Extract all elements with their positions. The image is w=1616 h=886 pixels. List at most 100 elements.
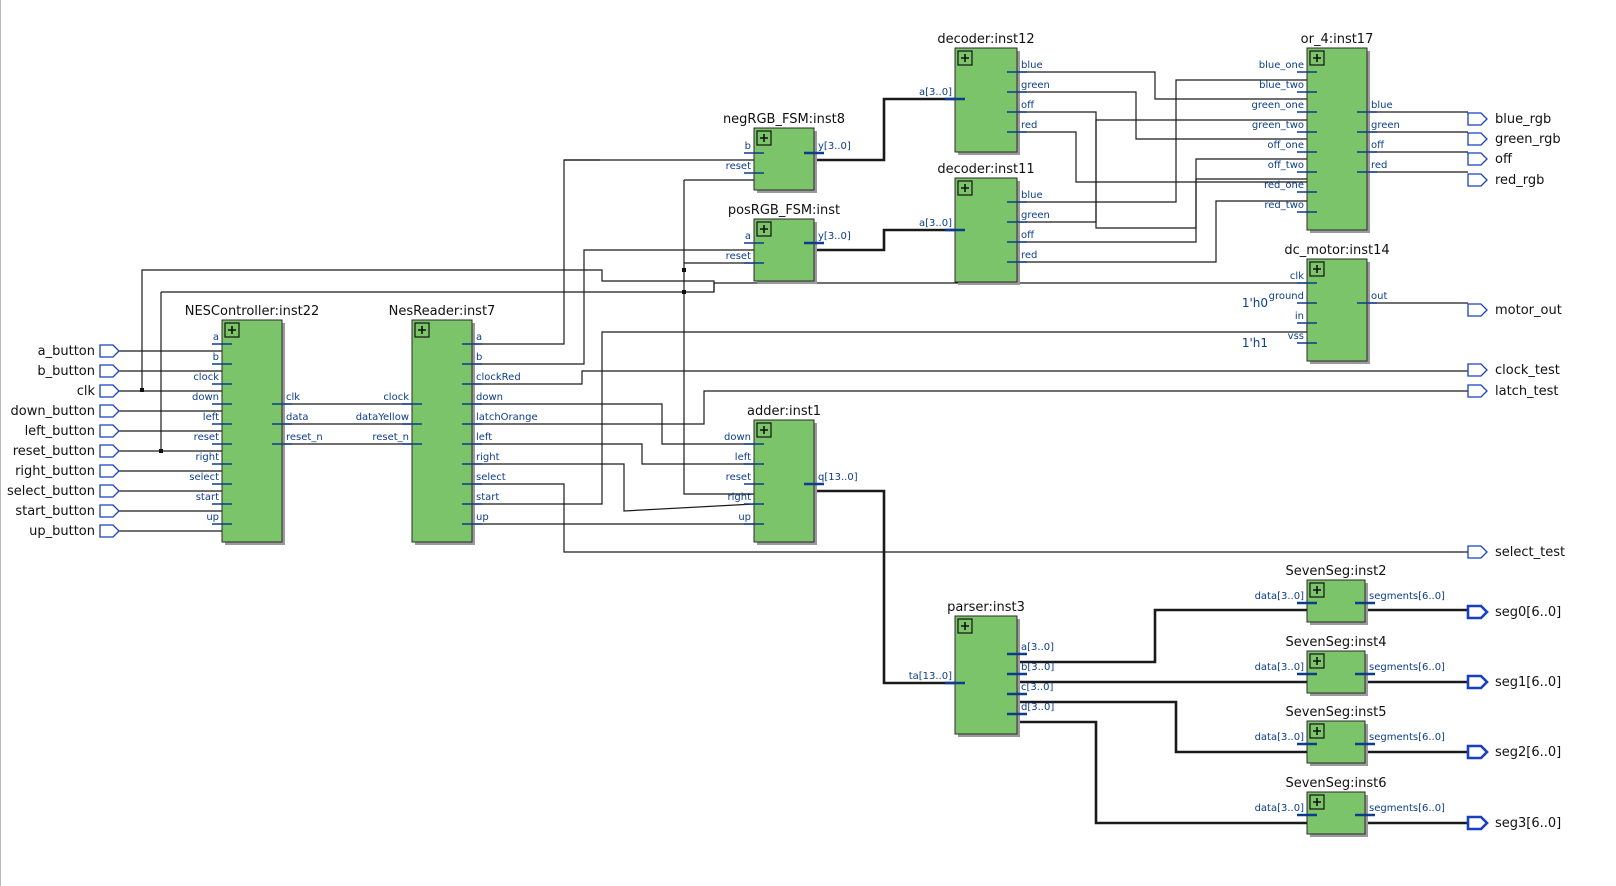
input-port-up-button[interactable]: up_button (29, 524, 120, 539)
input-port-down-button[interactable]: down_button (11, 404, 120, 419)
output-pin-label: a (476, 332, 482, 343)
output-port-red-rgb[interactable]: red_rgb (1467, 173, 1544, 188)
block-or4[interactable]: or_4:inst17blue_oneblue_twogreen_onegree… (1252, 32, 1400, 233)
expand-icon[interactable] (1309, 582, 1325, 598)
input-pin-label: reset (726, 161, 751, 172)
output-port-icon (1467, 112, 1488, 126)
output-port-select-test[interactable]: select_test (1467, 545, 1565, 560)
output-pin-label: red (1021, 250, 1037, 261)
input-port-select-button[interactable]: select_button (7, 484, 120, 499)
bus-6 (1017, 720, 1307, 825)
input-port-right-button[interactable]: right_button (15, 464, 120, 479)
expand-icon[interactable] (1309, 50, 1325, 66)
block-body[interactable] (221, 319, 283, 543)
input-port-reset-button[interactable]: reset_button (13, 444, 120, 459)
block-title: or_4:inst17 (1301, 32, 1374, 47)
wire-13 (472, 323, 1308, 505)
junction-dot (682, 268, 686, 272)
block-title: SevenSeg:inst5 (1285, 705, 1386, 720)
output-port-seg1[interactable]: seg1[6..0] (1466, 674, 1561, 690)
input-pin-label: green_one (1252, 100, 1305, 111)
block-body[interactable] (954, 615, 1018, 735)
block-body[interactable] (1306, 720, 1366, 764)
block-nescontroller[interactable]: NESController:inst22abclockdownleftreset… (185, 304, 323, 545)
input-port-label: clk (77, 384, 96, 399)
input-port-b-button[interactable]: b_button (37, 364, 120, 379)
input-pin-label: dataYellow (356, 412, 409, 423)
expand-icon[interactable] (756, 422, 772, 438)
output-port-off[interactable]: off (1467, 152, 1513, 167)
input-port-label: right_button (15, 464, 95, 479)
expand-icon[interactable] (957, 180, 973, 196)
output-port-seg0[interactable]: seg0[6..0] (1466, 604, 1561, 620)
output-pin-label: green (1021, 80, 1050, 91)
output-port-seg3[interactable]: seg3[6..0] (1466, 815, 1561, 831)
output-port-seg2[interactable]: seg2[6..0] (1466, 744, 1561, 760)
output-pin-label: blue (1021, 190, 1043, 201)
input-port-label: down_button (11, 404, 95, 419)
input-pin-label: red_one (1264, 180, 1304, 191)
expand-icon[interactable] (756, 221, 772, 237)
output-port-green-rgb[interactable]: green_rgb (1467, 132, 1561, 147)
output-port-label: green_rgb (1495, 132, 1561, 147)
block-body[interactable] (1306, 579, 1366, 623)
junction-dot (159, 449, 163, 453)
block-parser[interactable]: parser:inst3ta[13..0]a[3..0]b[3..0]c[3..… (909, 600, 1055, 737)
expand-icon-plus (1313, 798, 1321, 806)
output-pin-label: right (476, 452, 500, 463)
output-port-clock-test[interactable]: clock_test (1467, 363, 1560, 378)
block-title: SevenSeg:inst2 (1285, 564, 1386, 579)
expand-icon[interactable] (957, 50, 973, 66)
block-nesreader[interactable]: NesReader:inst7clockdataYellowreset_nabc… (356, 304, 538, 545)
block-body[interactable] (1306, 791, 1366, 835)
bus-0 (814, 97, 955, 162)
input-pin-label: blue_two (1259, 80, 1304, 91)
expand-icon[interactable] (1309, 794, 1325, 810)
input-port-icon (99, 524, 120, 538)
output-pin-label: left (476, 432, 492, 443)
expand-icon[interactable] (1309, 653, 1325, 669)
output-port-motor-out[interactable]: motor_out (1467, 303, 1562, 318)
block-title: posRGB_FSM:inst (728, 203, 840, 218)
junction-dot (682, 290, 686, 294)
output-port-label: off (1495, 152, 1513, 167)
block-body[interactable] (411, 319, 473, 543)
output-pin-label: latchOrange (476, 412, 538, 423)
input-port-label: select_button (7, 484, 95, 499)
expand-icon[interactable] (1309, 723, 1325, 739)
block-body[interactable] (1306, 650, 1366, 694)
input-port-label: b_button (37, 364, 95, 379)
expand-icon[interactable] (414, 322, 430, 338)
expand-icon[interactable] (224, 322, 240, 338)
input-pin-label: in (1295, 311, 1304, 322)
output-port-latch-test[interactable]: latch_test (1467, 384, 1559, 399)
block-body[interactable] (1306, 258, 1368, 362)
expand-icon[interactable] (957, 618, 973, 634)
block-body[interactable] (753, 419, 815, 543)
output-port-blue-rgb[interactable]: blue_rgb (1467, 112, 1551, 127)
block-body[interactable] (1306, 47, 1368, 231)
input-port-start-button[interactable]: start_button (15, 504, 120, 519)
input-port-left-button[interactable]: left_button (25, 424, 120, 439)
expand-icon[interactable] (756, 130, 772, 146)
input-port-a-button[interactable]: a_button (38, 344, 120, 359)
output-pin-label: green (1371, 120, 1400, 131)
input-pin-label: down (724, 432, 751, 443)
bus-3 (1017, 608, 1307, 664)
input-port-clk[interactable]: clk (77, 384, 120, 399)
input-pin-label: data[3..0] (1255, 803, 1305, 814)
input-port-icon (99, 424, 120, 438)
expand-icon[interactable] (1309, 261, 1325, 277)
